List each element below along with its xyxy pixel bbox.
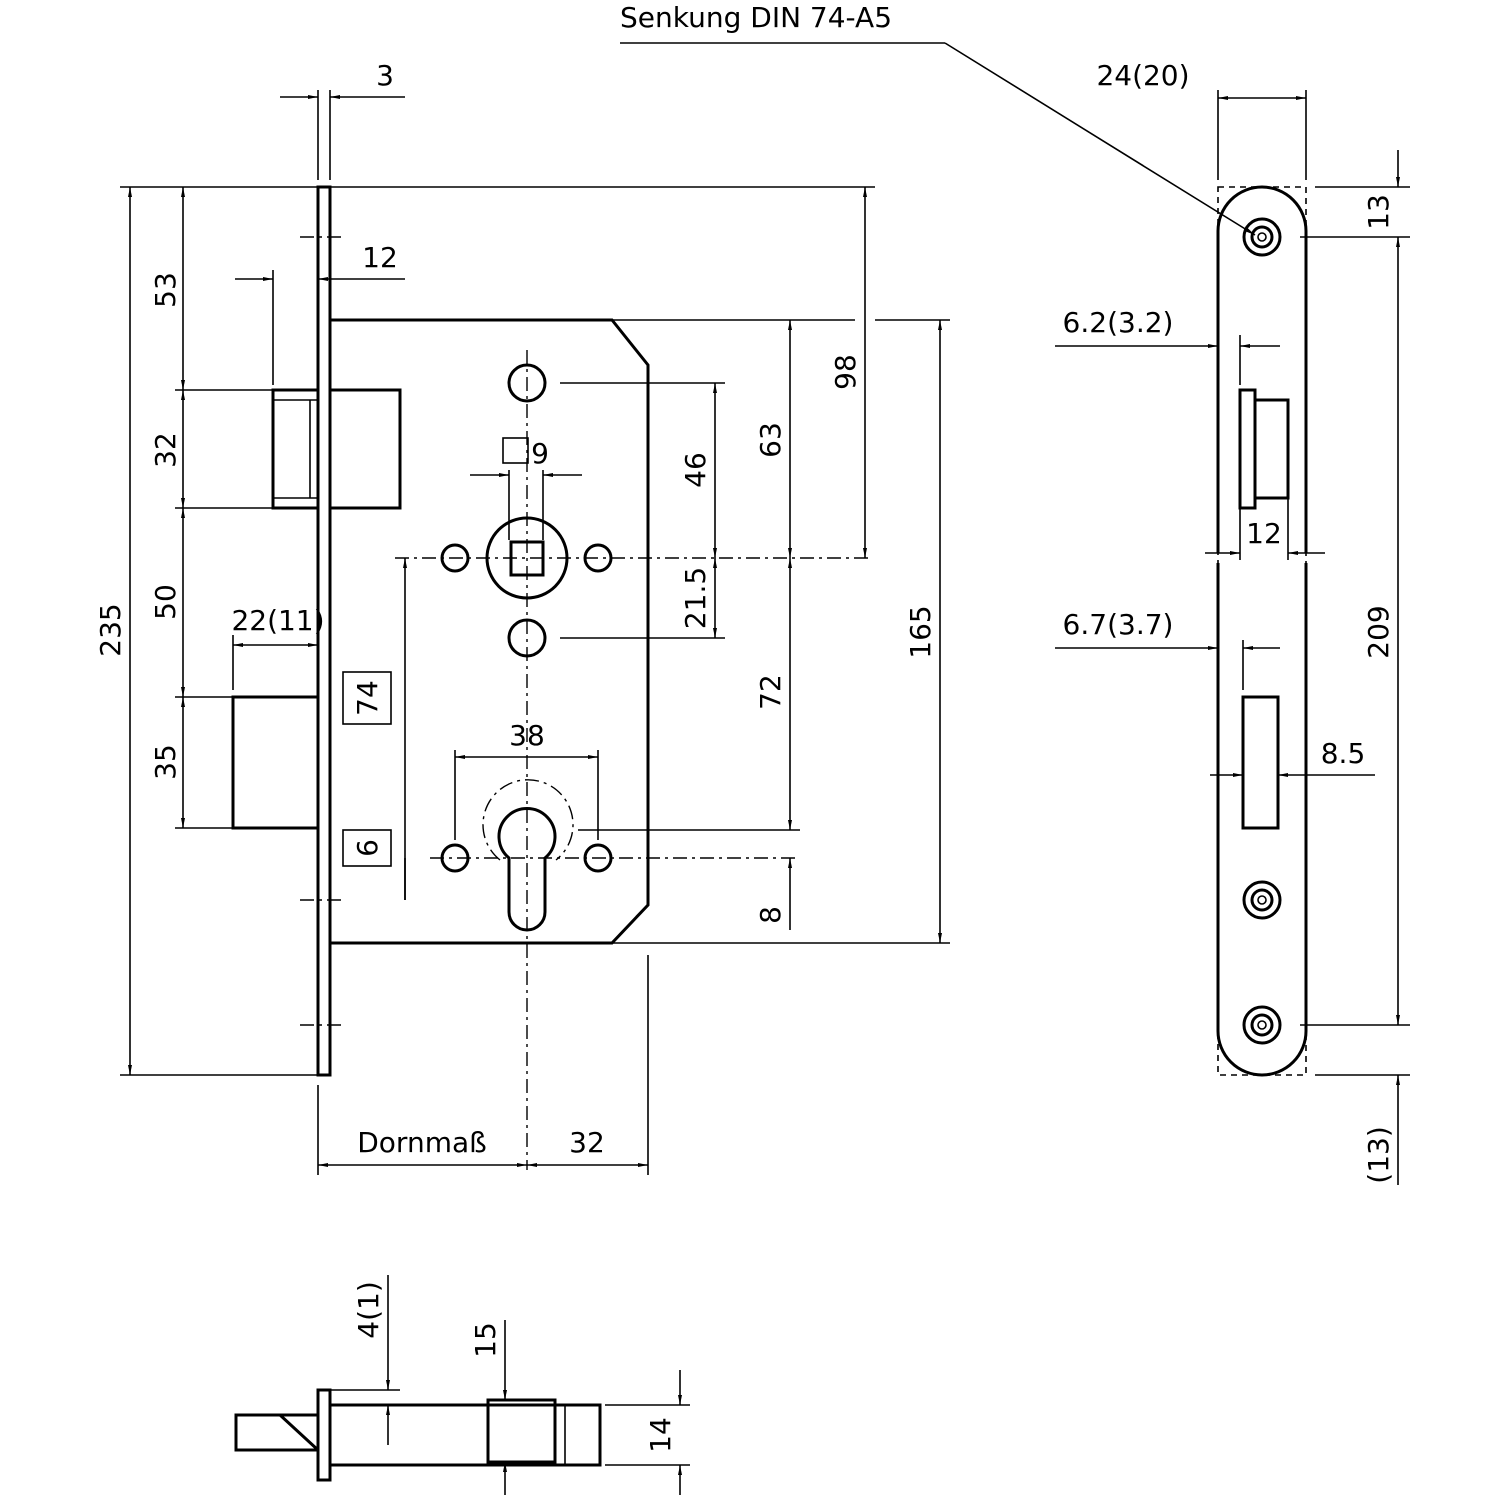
dim-53: 53 [149,272,182,308]
marker-6-label: 6 [351,839,384,857]
dim-6-7: 6.7(3.7) [1063,608,1174,641]
screw-icon [1242,880,1282,920]
dim-backset: Dornmaß [357,1126,487,1159]
dim-15: 15 [469,1322,502,1358]
faceplate-bottom [316,1388,332,1482]
dim-4-1: 4(1) [352,1281,385,1338]
faceplate-side-bottom [1216,563,1308,1077]
dim-8: 8 [754,906,787,924]
dim-32: 32 [149,432,182,468]
latch-bottom [234,1413,320,1452]
square-symbol [502,437,529,464]
case-bottom [330,1403,602,1467]
countersink-label: Senkung DIN 74-A5 [620,1,892,34]
screw-icon [1242,217,1282,257]
dead-bolt [231,695,320,830]
dim-6-2: 6.2(3.2) [1063,306,1174,339]
dim-209: 209 [1362,605,1395,658]
dim-98: 98 [829,354,862,390]
dim-14: 14 [644,1417,677,1453]
dim-63: 63 [754,422,787,458]
dim-12: 12 [362,241,398,274]
dim-12-side: 12 [1246,517,1282,550]
dim-46: 46 [679,452,712,488]
dim-72: 72 [754,674,787,710]
bottom-view: 4(1) 15 14 [234,1275,690,1495]
dim-13: 13 [1362,194,1395,230]
dim-13-paren: (13) [1362,1126,1395,1183]
dim-3: 3 [376,59,394,92]
dim-22-11: 22(11) [231,604,324,637]
fixing-hole [507,363,547,403]
cylinder-cutout [497,807,557,932]
dim-8-5: 8.5 [1321,737,1366,770]
latch-side [1238,388,1257,510]
screw-icon [1242,1005,1282,1045]
side-view: 24(20) 13 209 (13) 6.2(3.2) 12 6.7(3.7) … [1055,59,1410,1185]
dim-38: 38 [509,719,545,752]
dim-32-backset: 32 [569,1126,605,1159]
dim-24-20: 24(20) [1096,59,1189,92]
latch-bolt [271,388,320,510]
dim-square-9: 9 [531,437,549,470]
dim-21-5: 21.5 [679,567,712,629]
dim-50: 50 [149,584,182,620]
bolt-side [1241,695,1280,830]
dim-35: 35 [149,744,182,780]
dim-235: 235 [94,603,127,656]
front-view: 74 6 3 12 53 32 [94,59,950,1175]
screw-code-label: 74 [351,680,384,716]
dim-165: 165 [904,605,937,658]
